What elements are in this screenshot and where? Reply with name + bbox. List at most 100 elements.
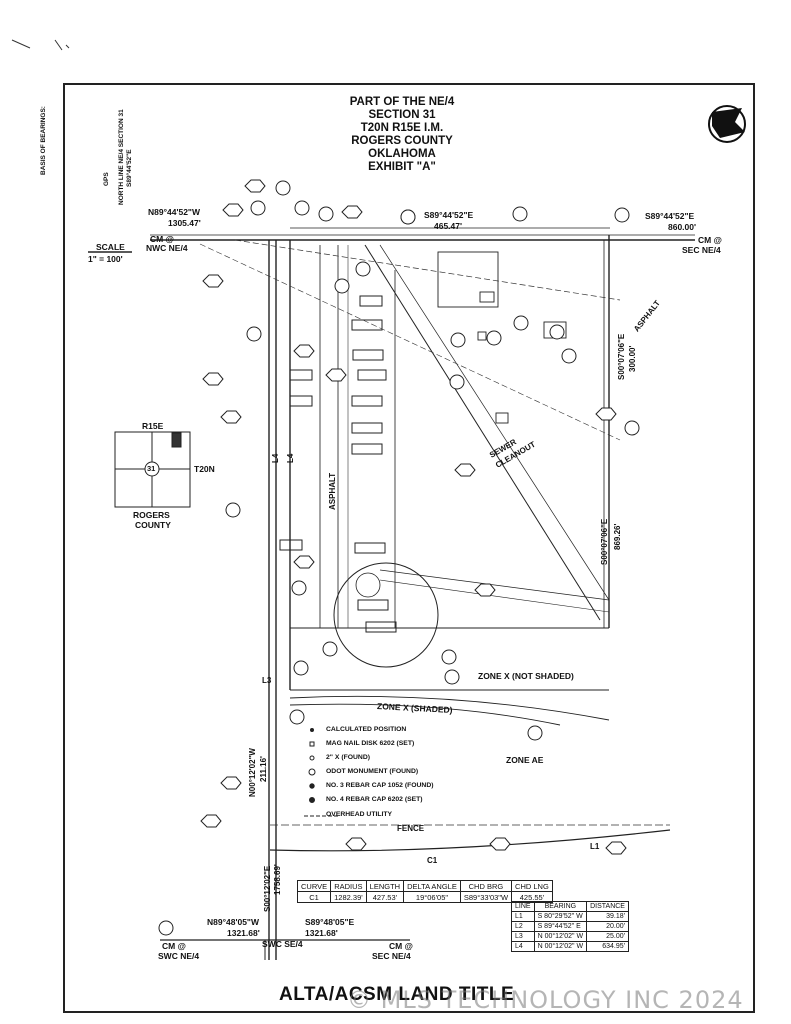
- top-left-bearing: N89°44'52"W: [148, 207, 200, 217]
- scale-value: 1" = 100': [88, 254, 123, 264]
- line-table-col-0: LINE: [511, 901, 535, 912]
- bottom-distance-left: 1321.68': [227, 928, 260, 938]
- top-right-bearing: S89°44'52"E: [645, 211, 695, 221]
- legend-item-4: ODOT MONUMENT (FOUND): [326, 768, 419, 775]
- table-row: L3 N 00°12'02" W 25.00': [511, 931, 629, 942]
- cm-nwc-1: CM @: [150, 234, 174, 244]
- line-table-header: LINE BEARING DISTANCE: [511, 901, 629, 912]
- table-row: L2 S 89°44'52" E 20.00': [511, 921, 629, 932]
- cm-sec-1: CM @: [698, 235, 722, 245]
- curve-table-col-3: DELTA ANGLE: [403, 880, 461, 892]
- cm-sec-2: SEC NE/4: [682, 245, 721, 255]
- header-line-5: OKLAHOMA: [368, 148, 436, 160]
- header-line-2: SECTION 31: [368, 109, 436, 121]
- curve-table-col-5: CHD LNG: [511, 880, 553, 892]
- line-cell: 634.95': [586, 941, 629, 952]
- line-cell: L1: [511, 911, 535, 922]
- line-l3-label: L3: [262, 676, 272, 685]
- cm-nwc-2: NWC NE/4: [146, 243, 188, 253]
- line-l4-label-b: L4: [286, 453, 295, 463]
- north-arrow-icon: [11, 39, 70, 51]
- curve-cell: 427.53': [365, 891, 405, 903]
- legend-item-5: NO. 3 REBAR CAP 1052 (FOUND): [326, 782, 434, 789]
- line-cell: S 80°29'52" W: [533, 911, 588, 922]
- vicinity-county-1: ROGERS: [133, 510, 170, 520]
- north-boundary: [150, 227, 695, 241]
- right-upper-bearing: S00°07'06"E: [617, 333, 626, 380]
- top-left-distance: 1305.47': [168, 218, 201, 228]
- legend-item-2: MAG NAIL DISK 6202 (SET): [326, 740, 415, 747]
- sewer-line: [364, 244, 601, 621]
- west-boundary: [268, 240, 291, 960]
- vicinity-section: 31: [147, 464, 156, 473]
- line-l4-label-a: L4: [271, 453, 280, 463]
- surveyor-seal-icon: [708, 105, 746, 143]
- legend-item-6: NO. 4 REBAR CAP 6202 (SET): [326, 796, 423, 803]
- bottom-cm-sec-1: CM @: [389, 941, 413, 951]
- zone-ae: ZONE AE: [506, 755, 544, 765]
- line-cell: N 00°12'02" W: [533, 931, 588, 942]
- basis-line-3: NORTH LINE NE/4 SECTION 31: [118, 109, 125, 205]
- vicinity-map: [114, 431, 191, 508]
- copyright-watermark: © MLS TECHNOLOGY INC 2024: [347, 986, 744, 1014]
- line-cell: L3: [511, 931, 535, 942]
- left-lower-bearing: N00°12'02"W: [248, 748, 257, 797]
- vicinity-county-2: COUNTY: [135, 520, 171, 530]
- line-cell: 39.18': [586, 911, 629, 922]
- building-outline: [437, 251, 567, 424]
- bottom-bearing-right: S89°48'05"E: [305, 917, 355, 927]
- line-cell: 25.00': [586, 931, 629, 942]
- top-right-distance: 860.00': [668, 222, 697, 232]
- top-mid-bearing: S89°44'52"E: [424, 210, 474, 220]
- bottom-cm-sec-2: SEC NE/4: [372, 951, 411, 961]
- curve-c1: [269, 829, 671, 852]
- curve-cell: C1: [296, 891, 332, 903]
- line-cell: L2: [511, 921, 535, 932]
- table-row: C1 1282.39' 427.53' 19°06'05" S89°33'03"…: [296, 891, 553, 903]
- scale-label: SCALE: [96, 242, 125, 252]
- sheet-border: [63, 83, 755, 1013]
- left-lower-distance: 211.16': [259, 756, 268, 782]
- header-line-1: PART OF THE NE/4: [349, 96, 455, 108]
- vicinity-township: T20N: [194, 464, 215, 474]
- curve-cell: 1282.39': [330, 891, 367, 903]
- curve-table-col-2: LENGTH: [365, 880, 405, 892]
- right-lower-bearing: S00°07'06"E: [600, 518, 609, 565]
- curve-cell: S89°33'03"W: [459, 891, 513, 903]
- table-row: L4 N 00°12'02" W 634.95': [511, 941, 629, 952]
- cul-de-sac: [333, 562, 439, 668]
- line-l1-label: L1: [590, 842, 600, 851]
- header-line-6: EXHIBIT "A": [368, 161, 436, 173]
- top-mid-distance: 465.47': [434, 221, 463, 231]
- legend-item-7: OVERHEAD UTILITY: [326, 811, 393, 818]
- curve-table-header: CURVE RADIUS LENGTH DELTA ANGLE CHD BRG …: [296, 880, 553, 892]
- bottom-swc-se: SWC SE/4: [262, 939, 303, 949]
- bottom-distance-right: 1321.68': [305, 928, 338, 938]
- curve-cell: 19°06'05": [403, 891, 461, 903]
- header-line-4: ROGERS COUNTY: [351, 135, 453, 147]
- right-upper-distance: 300.00': [628, 345, 637, 372]
- bottom-bearing-left: N89°48'05"W: [207, 917, 259, 927]
- line-cell: S 89°44'52" E: [533, 921, 588, 932]
- line-cell: N 00°12'02" W: [533, 941, 588, 952]
- basis-line-4: S89°44'52"E: [126, 149, 133, 187]
- manhole-markers: [279, 295, 397, 633]
- curve-table-col-4: CHD BRG: [459, 880, 513, 892]
- bottom-cm-swc-1: CM @: [162, 941, 186, 951]
- curve-table-col-0: CURVE: [296, 880, 332, 892]
- line-cell: L4: [511, 941, 535, 952]
- zone-x-not-shaded: ZONE X (NOT SHADED): [478, 671, 574, 681]
- basis-line-2: GPS: [103, 172, 110, 186]
- callout-markers: [200, 179, 627, 855]
- footer-title: ALTA/ACSM LAND TITLE: [279, 984, 515, 1005]
- legend-symbols: [304, 728, 340, 817]
- vicinity-range: R15E: [142, 421, 164, 431]
- fence-label: FENCE: [397, 824, 425, 833]
- curve-table: CURVE RADIUS LENGTH DELTA ANGLE CHD BRG …: [296, 880, 553, 903]
- line-table: LINE BEARING DISTANCE L1 S 80°29'52" W 3…: [511, 901, 629, 952]
- left-bottom-bearing: S00°12'02"E: [263, 865, 272, 912]
- legend-item-1: CALCULATED POSITION: [326, 726, 407, 733]
- basis-line-1: BASIS OF BEARINGS:: [40, 106, 47, 175]
- right-lower-distance: 869.26': [613, 523, 622, 550]
